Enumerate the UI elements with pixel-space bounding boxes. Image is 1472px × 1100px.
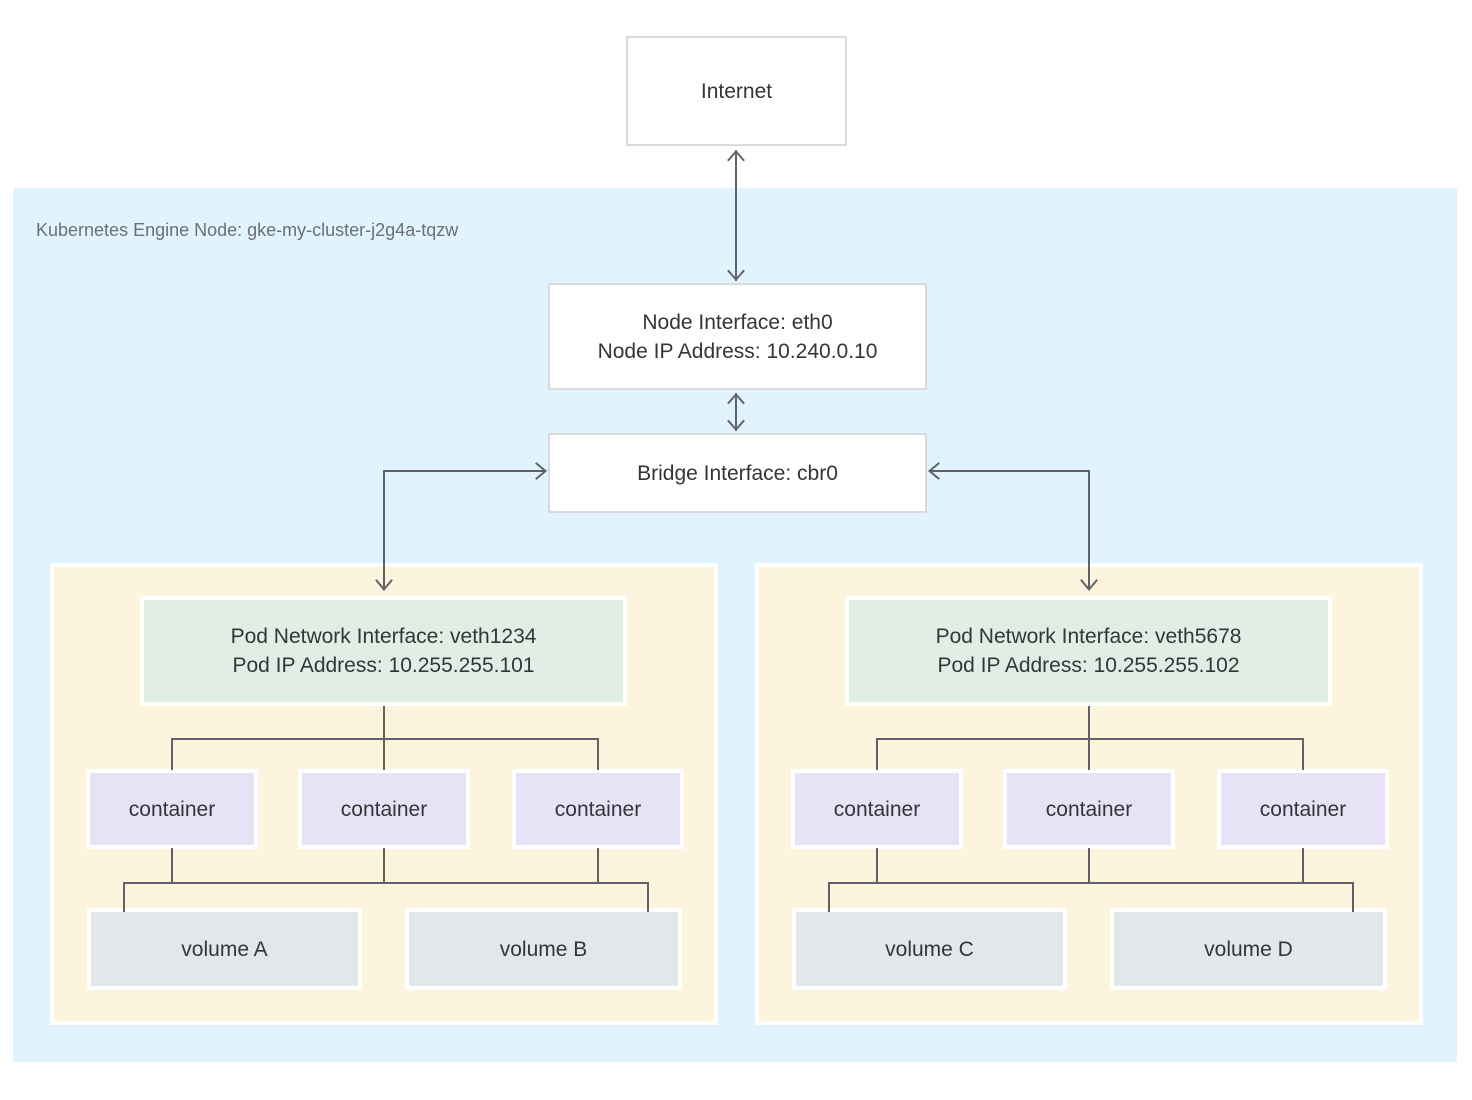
pod-2-volume-c: volume C	[792, 908, 1067, 990]
volume-label: volume A	[181, 937, 268, 961]
pod-1-container-1: container	[86, 769, 258, 849]
pod-2-container-1: container	[791, 769, 963, 849]
pod-2-container-3: container	[1217, 769, 1389, 849]
pod-2-volume-d: volume D	[1110, 908, 1387, 990]
pod-1-volume-b: volume B	[405, 908, 682, 990]
container-label: container	[1259, 797, 1347, 821]
pod-1-volume-a: volume A	[87, 908, 362, 990]
kubernetes-node-label: Kubernetes Engine Node: gke-my-cluster-j…	[36, 220, 459, 240]
pod-1-container-2: container	[298, 769, 470, 849]
pod-2-interface-line2: Pod IP Address: 10.255.255.102	[937, 654, 1240, 677]
bridge-interface-box: Bridge Interface: cbr0	[548, 433, 927, 513]
pod-2-interface-box: Pod Network Interface: veth5678 Pod IP A…	[845, 596, 1332, 706]
pod-1-interface-box: Pod Network Interface: veth1234 Pod IP A…	[140, 596, 627, 706]
pod-1-interface-line1: Pod Network Interface: veth1234	[230, 625, 537, 648]
node-interface-line1: Node Interface: eth0	[642, 310, 833, 334]
container-label: container	[554, 797, 642, 821]
internet-box: Internet	[626, 36, 847, 146]
internet-label: Internet	[700, 79, 773, 103]
pod-2-interface-line1: Pod Network Interface: veth5678	[935, 625, 1242, 648]
container-label: container	[128, 797, 216, 821]
pod-2-container-2: container	[1003, 769, 1175, 849]
pod-1-interface-line2: Pod IP Address: 10.255.255.101	[232, 654, 535, 677]
volume-label: volume D	[1204, 937, 1293, 961]
volume-label: volume C	[885, 937, 974, 961]
container-label: container	[340, 797, 428, 821]
container-label: container	[833, 797, 921, 821]
node-interface-box: Node Interface: eth0 Node IP Address: 10…	[548, 283, 927, 390]
bridge-interface-label: Bridge Interface: cbr0	[637, 461, 838, 485]
pod-1-container-3: container	[512, 769, 684, 849]
node-interface-line2: Node IP Address: 10.240.0.10	[597, 339, 878, 363]
volume-label: volume B	[499, 937, 588, 961]
container-label: container	[1045, 797, 1133, 821]
